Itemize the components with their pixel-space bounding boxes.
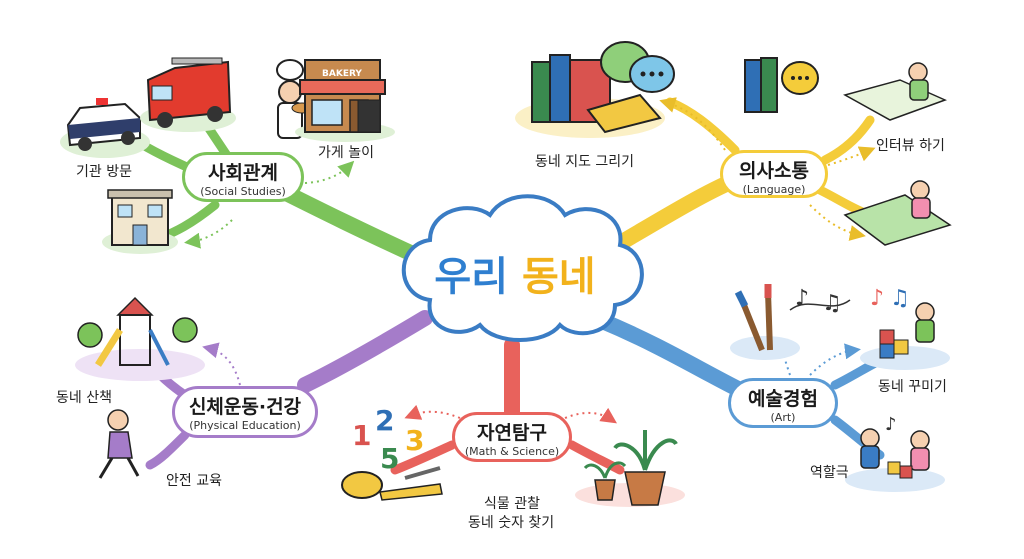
number-two: 2: [375, 404, 394, 437]
baker-icon: [276, 59, 313, 139]
node-language-subtitle: (Language): [742, 183, 806, 196]
branch-science: [390, 337, 625, 475]
node-social-title: 사회관계: [208, 162, 278, 184]
number-one: 1: [352, 419, 371, 452]
leaf-social-shop: 가게 놀이: [318, 145, 374, 161]
leaf-language-interview: 인터뷰 하기: [876, 138, 945, 154]
node-language: 의사소통 (Language): [720, 150, 828, 198]
leaf-language-map: 동네 지도 그리기: [535, 154, 635, 170]
speech-bubbles-icon: [600, 41, 675, 93]
center-title-part2: 동네: [521, 254, 596, 300]
node-science-subtitle: (Math & Science): [464, 445, 560, 458]
svg-text:♪: ♪: [870, 286, 884, 311]
node-physical-subtitle: (Physical Education): [189, 419, 301, 432]
leaf-science-plants: 식물 관찰: [484, 496, 540, 512]
books-icon-2: [744, 57, 819, 113]
node-science-title: 자연탐구: [477, 422, 547, 444]
building-blocks-icon: [860, 302, 950, 370]
leaf-art-roleplay: 역할극: [810, 465, 849, 481]
node-art: 예술경험 (Art): [728, 378, 838, 428]
building-icon: [102, 189, 178, 254]
child-drawing-map-icon: [843, 62, 948, 121]
node-social-subtitle: (Social Studies): [200, 185, 286, 198]
running-child-icon: [98, 409, 140, 479]
paintbrushes-icon: [730, 284, 800, 360]
node-physical: 신체운동·건강 (Physical Education): [172, 386, 318, 438]
node-science: 자연탐구 (Math & Science): [452, 412, 572, 462]
bakery-sign: BAKERY: [322, 69, 362, 79]
plants-icon: [575, 430, 685, 507]
svg-text:♪: ♪: [885, 414, 897, 435]
center-cloud: [401, 194, 644, 342]
music-notes-icon: ♪ ♫ ♪ ♫: [789, 286, 910, 316]
leaf-science-numbers: 동네 숫자 찾기: [468, 515, 555, 531]
fire-truck-icon: [140, 57, 236, 132]
child-drawing-map-icon-2: [843, 180, 952, 246]
police-car-icon: [60, 98, 150, 158]
numbers-icon: 1 2 3 5: [352, 404, 424, 475]
role-play-children-icon: ♪: [845, 414, 945, 492]
bakery-shop-icon: BAKERY: [295, 59, 395, 142]
measuring-tape-icon: [341, 466, 443, 501]
node-language-title: 의사소통: [739, 160, 809, 182]
node-art-subtitle: (Art): [770, 411, 796, 424]
node-physical-title: 신체운동·건강: [188, 396, 302, 418]
center-title-part1: 우리: [434, 254, 509, 300]
center-title: 우리 동네: [420, 254, 610, 300]
playground-icon: [75, 296, 205, 381]
leaf-social-visit: 기관 방문: [76, 164, 132, 180]
svg-text:♪: ♪: [795, 286, 809, 311]
number-three: 3: [405, 424, 424, 457]
leaf-art-decorate: 동네 꾸미기: [878, 379, 947, 395]
node-social: 사회관계 (Social Studies): [182, 152, 304, 202]
leaf-physical-safety: 안전 교육: [166, 473, 222, 489]
svg-text:♫: ♫: [822, 291, 842, 316]
svg-text:♫: ♫: [890, 286, 910, 311]
leaf-physical-walk: 동네 산책: [56, 390, 112, 406]
number-five: 5: [380, 442, 399, 475]
books-icon: [515, 54, 665, 138]
node-art-title: 예술경험: [748, 388, 818, 410]
